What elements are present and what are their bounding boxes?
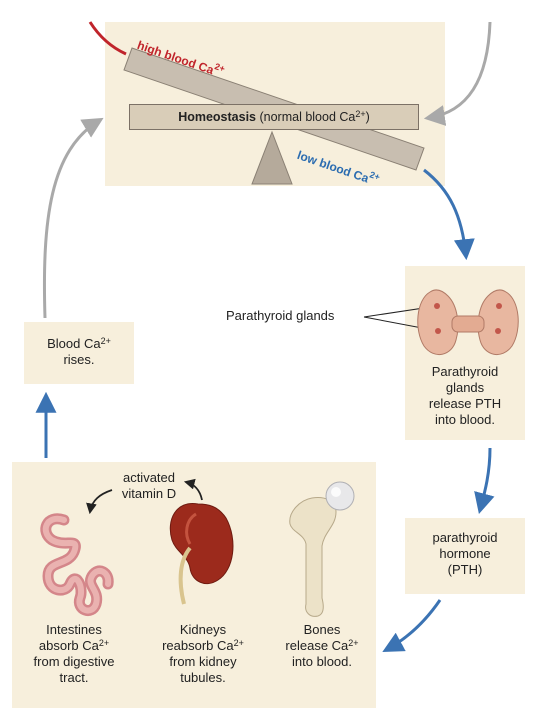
bone-icon [289, 481, 355, 617]
parathyroid-glands-icon [417, 289, 519, 355]
kidney-icon [169, 503, 234, 605]
blue-arrow-to-parathyroid [423, 168, 475, 261]
red-arrow [88, 21, 127, 56]
intestines-caption: Intestines absorb Ca2+ from digestive tr… [33, 622, 115, 685]
gray-arrow-top-right [423, 21, 492, 126]
gray-arrow-left [42, 117, 104, 319]
activated-vitamin-d-label: activated vitamin D [121, 470, 177, 501]
homeostasis-title: Homeostasis [178, 110, 256, 124]
bones-caption: Bones release Ca2+ into blood. [285, 622, 359, 669]
pth-panel [405, 518, 525, 594]
parathyroid-glands-label: Parathyroid glands [226, 308, 335, 323]
blue-arrow-to-organs [382, 599, 442, 653]
seesaw-fulcrum [251, 130, 293, 185]
parathyroid-caption: Parathyroid glands release PTH into bloo… [428, 364, 502, 427]
vitamin-d-arrow-right [183, 478, 203, 501]
intestines-icon [40, 513, 114, 616]
homeostasis-desc: (normal blood Ca [256, 110, 356, 124]
kidneys-caption: Kidneys reabsorb Ca2+ from kidney tubule… [162, 622, 244, 685]
vitamin-d-arrow-left [86, 489, 113, 515]
pth-label: parathyroid hormone (PTH) [432, 530, 498, 577]
blood-rises-label: Blood Ca2+ rises. [47, 336, 111, 367]
blood-rises-panel [24, 322, 134, 384]
homeostasis-box: Homeostasis (normal blood Ca2+) [129, 104, 419, 130]
blue-arrow-to-pth [474, 447, 495, 515]
